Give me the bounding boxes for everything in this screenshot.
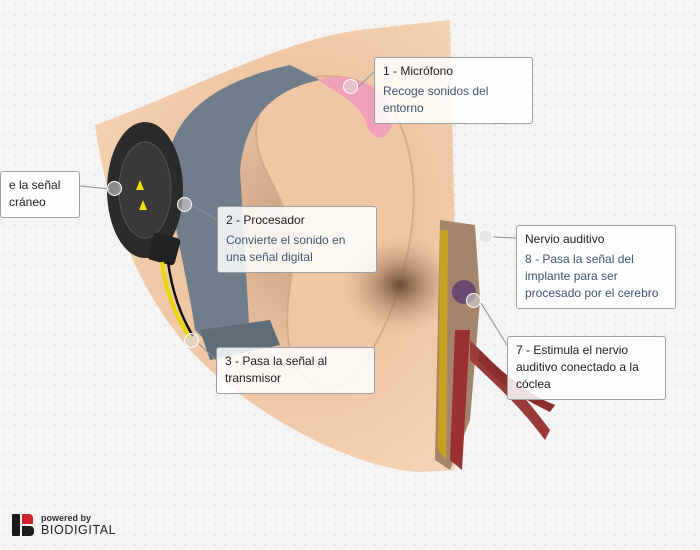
leader-line <box>79 185 111 190</box>
label-title: 1 - Micrófono <box>383 64 454 78</box>
label-procesador[interactable]: 2 - Procesador Convierte el sonido en un… <box>217 206 377 273</box>
label-desc: Recoge sonidos del entorno <box>383 84 489 115</box>
processor <box>169 65 320 345</box>
label-desc: 8 - Pasa la señal del implante para ser … <box>525 252 659 300</box>
bone-layer <box>438 230 448 460</box>
leader-line <box>357 71 375 88</box>
leader-line <box>480 302 508 346</box>
label-line1: 7 - Estimula el nervio <box>516 343 629 357</box>
electrode-contacts <box>136 180 147 210</box>
powered-by-text: powered by <box>41 513 92 523</box>
leader-line <box>191 204 218 221</box>
label-craneo[interactable]: e la señal cráneo <box>0 171 80 218</box>
hotspot-microfono[interactable] <box>343 79 358 94</box>
implant-coil-inner <box>118 141 172 239</box>
label-title: 3 - Pasa la señal al transmisor <box>225 354 328 385</box>
electrode-cable-yellow <box>160 261 192 340</box>
label-title: Nervio auditivo <box>525 232 605 246</box>
muscle-layer <box>450 330 470 470</box>
implant-connector <box>147 232 181 266</box>
leader-line <box>197 342 217 361</box>
label-line1: e la señal <box>9 178 61 192</box>
electrode-cable-black <box>166 261 195 337</box>
label-line2: cráneo <box>9 195 46 209</box>
label-transmisor[interactable]: 3 - Pasa la señal al transmisor <box>216 347 375 394</box>
brand-text: BIODIGITAL <box>41 523 117 537</box>
hotspot-transmisor[interactable] <box>184 333 199 348</box>
label-line2: auditivo conectado a la cóclea <box>516 360 639 391</box>
hotspot-estimula[interactable] <box>466 293 481 308</box>
label-desc: Convierte el sonido en una señal digital <box>226 233 346 264</box>
leader-line <box>492 236 517 239</box>
hotspot-procesador[interactable] <box>177 197 192 212</box>
label-microfono[interactable]: 1 - Micrófono Recoge sonidos del entorno <box>374 57 533 124</box>
hotspot-nervio[interactable] <box>478 229 493 244</box>
microphone <box>318 76 392 138</box>
hotspot-craneo[interactable] <box>107 181 122 196</box>
label-nervio[interactable]: Nervio auditivo 8 - Pasa la señal del im… <box>516 225 676 309</box>
biodigital-logo[interactable]: powered by BIODIGITAL <box>12 513 116 537</box>
label-estimula[interactable]: 7 - Estimula el nervio auditivo conectad… <box>507 336 666 400</box>
biodigital-logo-icon <box>12 514 34 536</box>
label-title: 2 - Procesador <box>226 213 305 227</box>
